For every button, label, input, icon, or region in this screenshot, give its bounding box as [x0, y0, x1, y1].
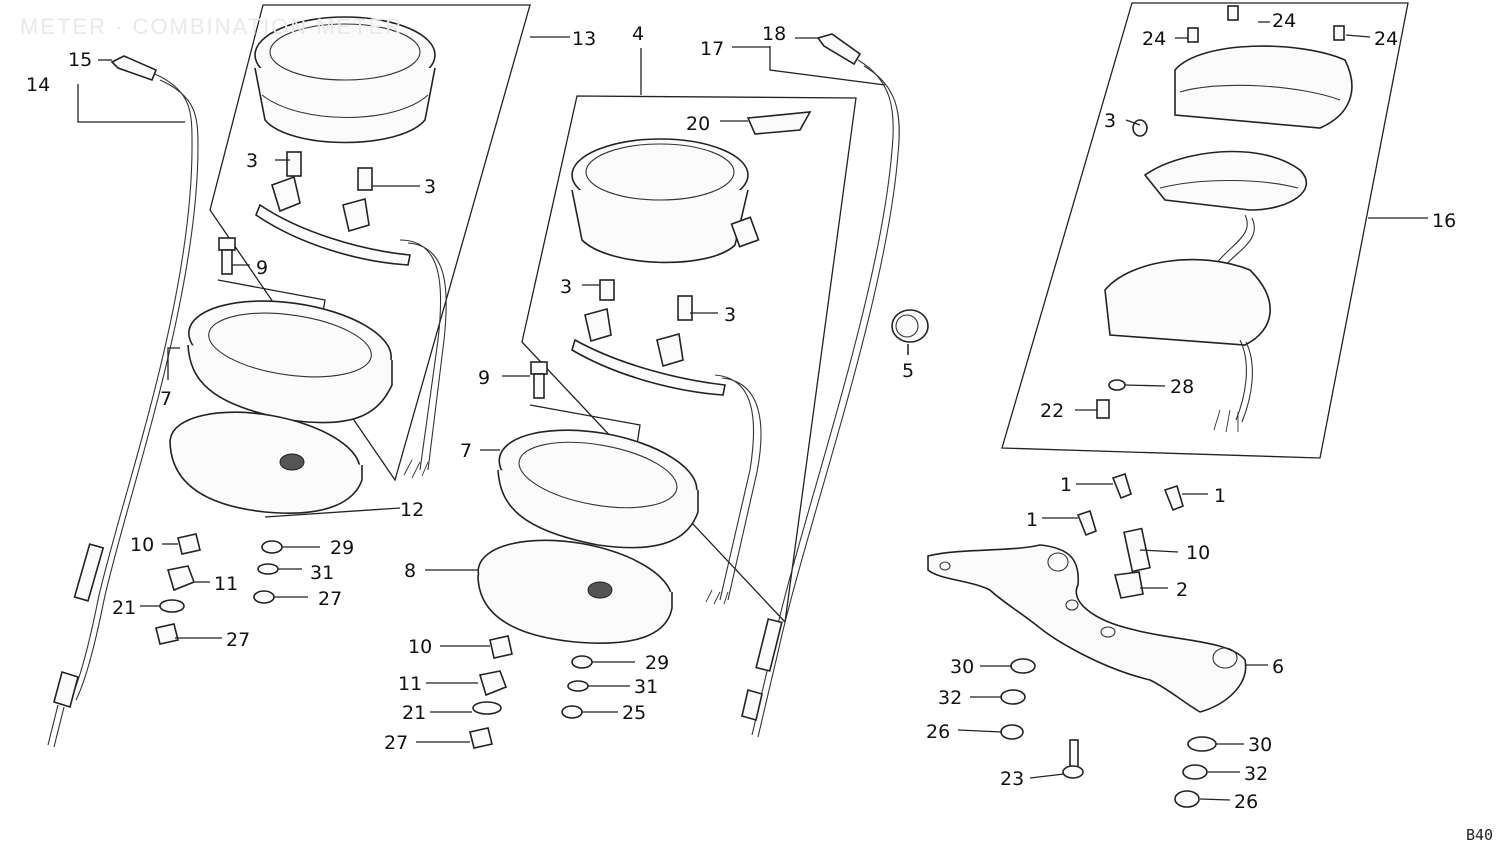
callout-16: 16 [1432, 210, 1456, 232]
callout-30b: 30 [1248, 734, 1272, 756]
callout-23: 23 [1000, 768, 1024, 790]
diagram-title: METER · COMBINATION METER [20, 14, 404, 39]
callout-3e: 3 [1104, 110, 1116, 132]
callout-32b: 32 [1244, 763, 1268, 785]
meter-case-center [477, 404, 699, 644]
speedometer-cable-left [47, 55, 199, 748]
callout-1b: 1 [1214, 485, 1226, 507]
callout-26b: 26 [1234, 791, 1258, 813]
callout-21b: 21 [402, 702, 426, 724]
indicator-assembly [1001, 2, 1409, 459]
callout-17: 17 [700, 38, 724, 60]
callout-6: 6 [1272, 656, 1284, 678]
callout-7a: 7 [160, 388, 172, 410]
socket-cap [891, 309, 929, 355]
callout-27b: 27 [318, 588, 342, 610]
callout-10c: 10 [1186, 542, 1210, 564]
callout-20: 20 [686, 113, 710, 135]
small-parts-left [155, 533, 283, 645]
callout-9a: 9 [256, 257, 268, 279]
callout-1a: 1 [1060, 474, 1072, 496]
speedometer-cable-right [741, 33, 900, 738]
meter-case-left [169, 279, 393, 514]
callout-12: 12 [400, 499, 424, 521]
callout-31a: 31 [310, 562, 334, 584]
callout-29b: 29 [645, 652, 669, 674]
callout-1c: 1 [1026, 509, 1038, 531]
small-parts-center [469, 635, 593, 749]
tachometer-assembly [209, 4, 531, 482]
callout-25: 25 [622, 702, 646, 724]
callout-31b: 31 [634, 676, 658, 698]
screw-left [218, 237, 236, 275]
callout-4: 4 [632, 23, 644, 45]
meter-bracket [927, 472, 1247, 808]
callout-26a: 26 [926, 721, 950, 743]
callout-21a: 21 [112, 597, 136, 619]
callout-27c: 27 [384, 732, 408, 754]
callout-5: 5 [902, 360, 914, 382]
callout-28: 28 [1170, 376, 1194, 398]
callout-24b: 24 [1142, 28, 1166, 50]
leader-lines [77, 21, 1428, 801]
callout-11a: 11 [214, 573, 238, 595]
callout-3c: 3 [560, 276, 572, 298]
callout-24c: 24 [1374, 28, 1398, 50]
callout-14: 14 [26, 74, 50, 96]
callout-9b: 9 [478, 367, 490, 389]
callout-2: 2 [1176, 579, 1188, 601]
callout-32a: 32 [938, 687, 962, 709]
callout-24a: 24 [1272, 10, 1296, 32]
callout-13: 13 [572, 28, 596, 50]
callout-29a: 29 [330, 537, 354, 559]
callout-labels: 13 4 18 17 20 15 14 3 3 3 3 3 9 9 7 7 12… [26, 10, 1456, 813]
callout-27a: 27 [226, 629, 250, 651]
callout-10a: 10 [130, 534, 154, 556]
figure-code: B40 [1466, 826, 1494, 844]
speedometer-assembly [521, 95, 857, 624]
callout-22: 22 [1040, 400, 1064, 422]
callout-30a: 30 [950, 656, 974, 678]
callout-3a: 3 [246, 150, 258, 172]
callout-18: 18 [762, 23, 786, 45]
callout-8: 8 [404, 560, 416, 582]
callout-3b: 3 [424, 176, 436, 198]
callout-10b: 10 [408, 636, 432, 658]
screw-center [530, 361, 548, 399]
callout-15: 15 [68, 49, 92, 71]
callout-3d: 3 [724, 304, 736, 326]
callout-7b: 7 [460, 440, 472, 462]
callout-11b: 11 [398, 673, 422, 695]
